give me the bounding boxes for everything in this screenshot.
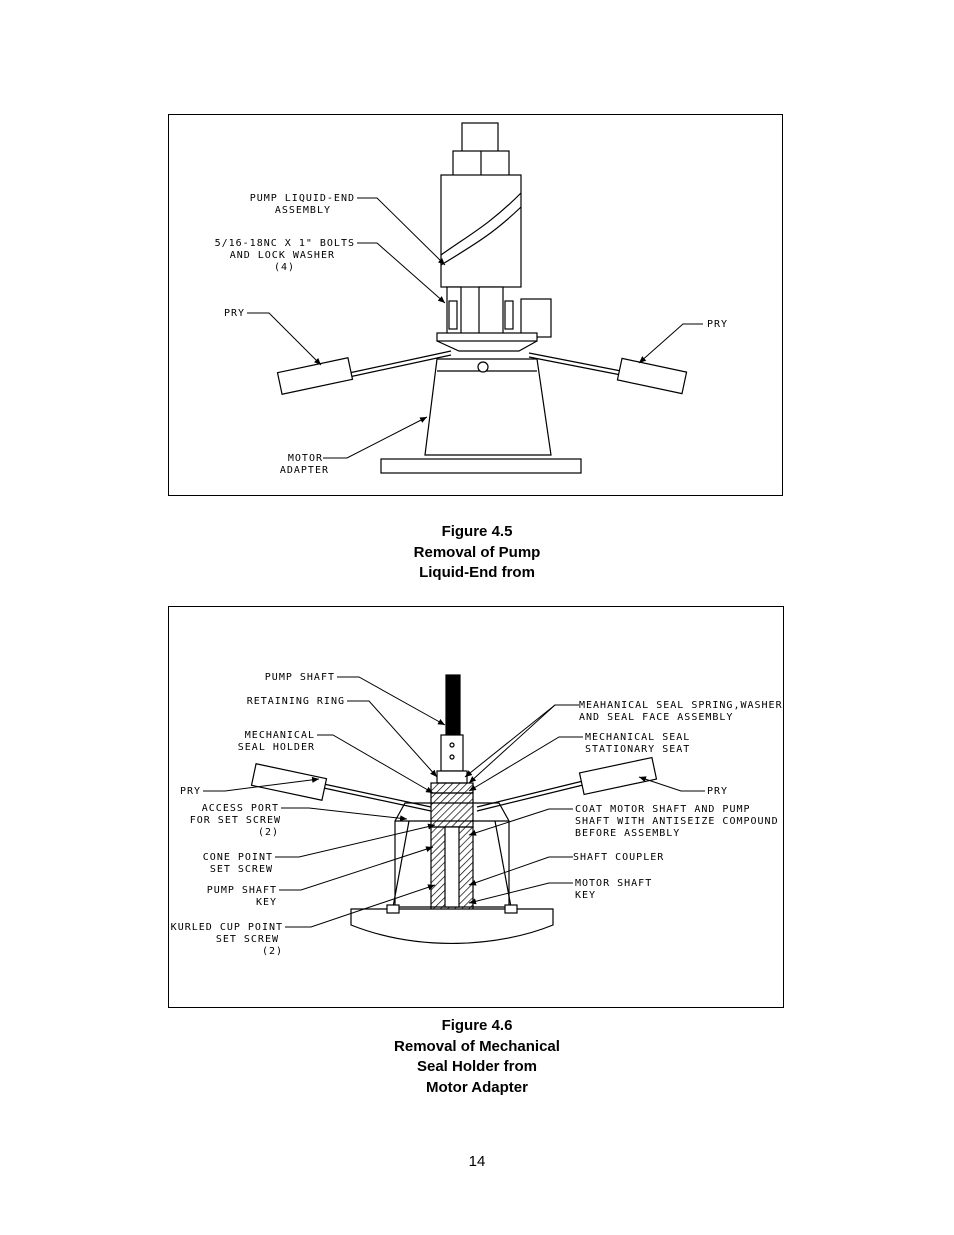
pump-liquid-end-diagram: PUMP LIQUID-END ASSEMBLY 5/16-18NC X 1" … <box>215 122 728 476</box>
label-seal-holder: SEAL HOLDER <box>238 742 315 753</box>
label-knurled-set-screw: SET SCREW <box>216 934 279 945</box>
label-pry-left: PRY <box>224 308 245 319</box>
label-pump-liquid-end: PUMP LIQUID-END <box>250 193 355 204</box>
label-pump-shaft: PUMP SHAFT <box>265 672 335 683</box>
label-bolts-qty: (4) <box>274 262 295 273</box>
label-retaining-ring: RETAINING RING <box>247 696 345 707</box>
label-pry-left: PRY <box>180 786 201 797</box>
label-motor-shaft: MOTOR SHAFT <box>575 878 652 889</box>
figure-4-5-drawing: PUMP LIQUID-END ASSEMBLY 5/16-18NC X 1" … <box>168 114 783 496</box>
caption-line: Removal of Pump <box>413 543 541 561</box>
label-mechanical-seal: MECHANICAL SEAL <box>585 732 690 743</box>
right-screwdriver-shape <box>578 756 658 796</box>
label-coat-motor-shaft: COAT MOTOR SHAFT AND PUMP <box>575 804 751 815</box>
figure-4-6-drawing: PUMP SHAFT RETAINING RING MECHANICAL SEA… <box>168 606 784 1008</box>
motor-adapter-shape <box>424 358 552 456</box>
caption-line: Liquid-End from <box>419 564 535 581</box>
caption-line: Removal of Mechanical <box>394 1037 560 1055</box>
seal-holder-shape <box>430 792 474 828</box>
caption-figure-number: Figure 4.5 <box>441 523 513 540</box>
left-screwdriver-shape <box>250 763 328 801</box>
label-cone-set-screw: SET SCREW <box>210 864 273 875</box>
label-motor-key: KEY <box>575 890 596 901</box>
mechanical-seal-diagram: PUMP SHAFT RETAINING RING MECHANICAL SEA… <box>171 672 783 957</box>
caption-line: Seal Holder from <box>416 1058 538 1075</box>
label-access-port: ACCESS PORT <box>202 803 279 814</box>
label-key: KEY <box>256 897 277 908</box>
label-shaft-coupler: SHAFT COUPLER <box>573 852 664 863</box>
label-knurled-cup: KURLED CUP POINT <box>171 922 283 933</box>
label-stationary-seat: STATIONARY SEAT <box>585 744 690 755</box>
figure-4-5-caption: Figure 4.5 Removal of Pump Liquid-End fr… <box>0 522 954 584</box>
left-screwdriver-shape <box>276 357 354 395</box>
label-lock-washer: AND LOCK WASHER <box>230 250 335 261</box>
label-pry-right: PRY <box>707 319 728 330</box>
label-adapter: ADAPTER <box>280 465 329 476</box>
label-cone-point: CONE POINT <box>203 852 273 863</box>
caption-line: Motor Adapter <box>426 1078 528 1096</box>
label-pry-right: PRY <box>707 786 728 797</box>
label-for-set-screw: FOR SET SCREW <box>190 815 281 826</box>
label-antiseize: SHAFT WITH ANTISEIZE COMPOUND <box>575 816 779 827</box>
label-assembly: ASSEMBLY <box>275 205 331 216</box>
page-number: 14 <box>468 1153 486 1170</box>
label-motor: MOTOR <box>288 453 323 464</box>
caption-figure-number: Figure 4.6 <box>441 1017 513 1034</box>
pump-shaft-shape <box>445 674 461 736</box>
label-pump-shaft-key: PUMP SHAFT <box>207 885 277 896</box>
label-before-assembly: BEFORE ASSEMBLY <box>575 828 680 839</box>
label-mechanical: MECHANICAL <box>245 730 315 741</box>
label-bolts: 5/16-18NC X 1" BOLTS <box>215 238 355 249</box>
right-screwdriver-shape <box>616 357 688 395</box>
label-seal-face: AND SEAL FACE ASSEMBLY <box>579 712 733 723</box>
label-knurled-qty: (2) <box>262 946 283 957</box>
top-cap-shape <box>461 122 499 154</box>
label-access-qty: (2) <box>258 827 279 838</box>
label-seal-spring: MEAHANICAL SEAL SPRING,WASHER <box>579 700 783 711</box>
liquid-end-body-shape <box>440 174 522 288</box>
figure-4-6-caption: Figure 4.6 Removal of Mechanical Seal Ho… <box>0 1016 954 1098</box>
